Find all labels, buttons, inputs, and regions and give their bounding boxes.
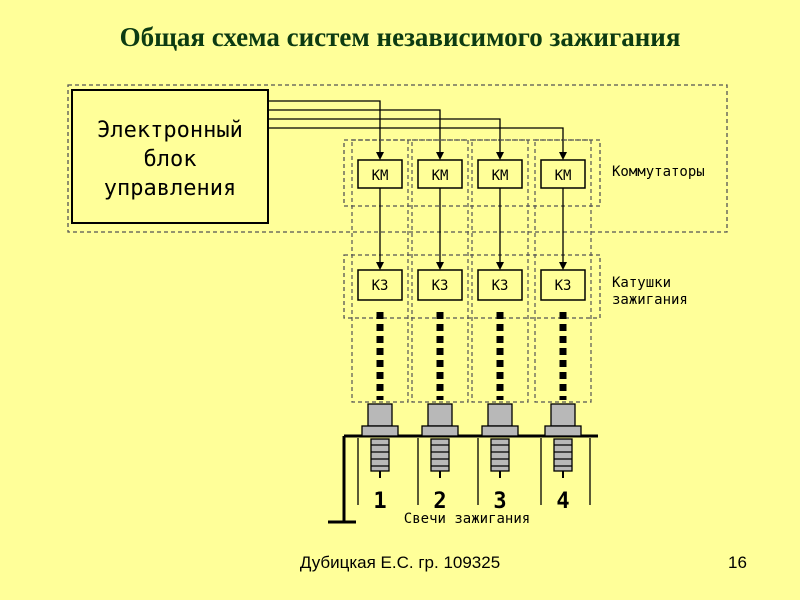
- cylinder-number-1: 1: [373, 489, 386, 514]
- coil-box-1: [357, 269, 403, 301]
- slide-title: Общая схема систем независимого зажигани…: [119, 22, 681, 52]
- spark-plug-insulator-4: [550, 403, 576, 427]
- channel-dashed-column-3: [471, 139, 529, 403]
- coil-arrow-3: [496, 262, 504, 270]
- ecu-label-line1: Электронный: [97, 118, 243, 143]
- spark-plugs-caption: Свечи зажигания: [404, 511, 530, 527]
- coil-box-3: [477, 269, 523, 301]
- spark-plug-insulator-2: [427, 403, 453, 427]
- control-wire-1: [268, 100, 381, 152]
- slide-author: Дубицкая Е.С. гр. 109325: [299, 553, 501, 572]
- coils-group-label-line1: Катушки: [612, 275, 671, 291]
- commutator-label-3: КМ: [492, 168, 509, 184]
- ecu-box: [71, 89, 269, 224]
- coil-label-4: КЗ: [555, 278, 572, 294]
- ecu-label-line2: блок: [144, 147, 197, 172]
- spark-plug-insulator-3: [487, 403, 513, 427]
- commutators-group-label: Коммутаторы: [612, 164, 705, 180]
- coil-label-1: КЗ: [372, 278, 389, 294]
- commutator-label-2: КМ: [432, 168, 449, 184]
- commutator-label-1: КМ: [372, 168, 389, 184]
- spark-plug-insulator-1: [367, 403, 393, 427]
- cylinder-number-4: 4: [556, 489, 569, 514]
- coil-arrow-4: [559, 262, 567, 270]
- control-wire-4: [268, 127, 564, 152]
- spark-plug-hex-4: [544, 425, 582, 437]
- commutator-box-3: [477, 159, 523, 189]
- control-arrow-2: [436, 152, 444, 160]
- coil-arrow-2: [436, 262, 444, 270]
- control-arrow-1: [376, 152, 384, 160]
- control-wire-3: [268, 118, 501, 152]
- control-arrow-3: [496, 152, 504, 160]
- slide-page-number: 16: [728, 553, 747, 572]
- spark-plug-hex-2: [421, 425, 459, 437]
- coils-group-label-line2: зажигания: [612, 292, 688, 308]
- commutator-label-4: КМ: [555, 168, 572, 184]
- channel-dashed-column-2: [411, 139, 469, 403]
- ecu-label-line3: управления: [104, 176, 236, 201]
- system-dashed-frame: [67, 84, 728, 233]
- channel-dashed-column-1: [351, 139, 409, 403]
- cylinder-number-3: 3: [493, 489, 506, 514]
- cylinder-number-2: 2: [433, 489, 446, 514]
- coil-box-4: [540, 269, 586, 301]
- coil-label-3: КЗ: [492, 278, 509, 294]
- commutator-box-1: [357, 159, 403, 189]
- coil-label-2: КЗ: [432, 278, 449, 294]
- channel-dashed-column-4: [534, 139, 592, 403]
- control-arrow-4: [559, 152, 567, 160]
- coil-box-2: [417, 269, 463, 301]
- coil-arrow-1: [376, 262, 384, 270]
- spark-plug-hex-3: [481, 425, 519, 437]
- control-wire-2: [268, 109, 441, 152]
- spark-plug-hex-1: [361, 425, 399, 437]
- commutator-box-2: [417, 159, 463, 189]
